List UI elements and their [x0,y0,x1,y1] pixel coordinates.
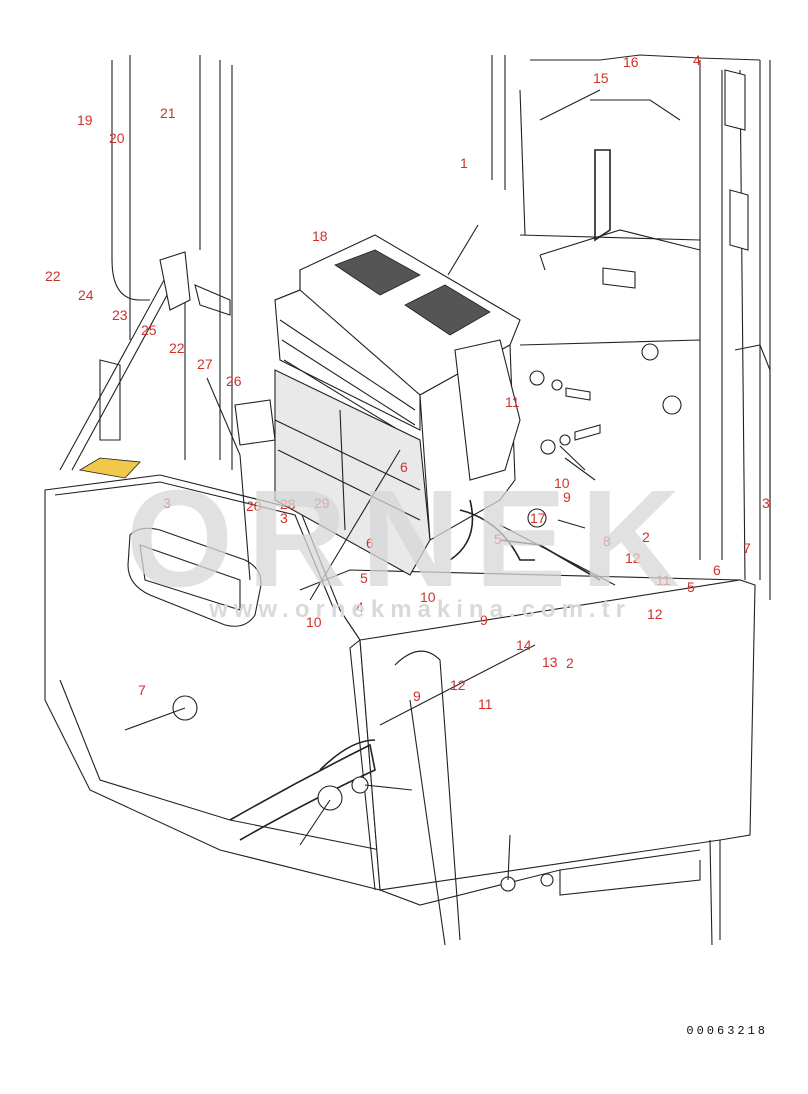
callout-10: 10 [420,589,436,605]
callout-1: 1 [460,155,468,171]
callout-27: 27 [197,356,213,372]
callout-3: 3 [762,495,770,511]
lower-cover-panels [44,474,756,946]
callout-19: 19 [77,112,93,128]
callout-10: 10 [306,614,322,630]
left-side-frame [59,251,231,479]
callout-3: 3 [280,510,288,526]
callout-6: 6 [366,535,374,551]
callout-13: 13 [542,654,558,670]
callout-5: 5 [360,570,368,586]
callout-9: 9 [563,489,571,505]
watermark-brand: ORNEK [125,462,695,616]
callout-29: 29 [314,495,330,511]
callout-6: 6 [400,459,408,475]
callout-7: 7 [743,540,751,556]
callout-28: 28 [280,496,296,512]
fasteners [172,343,682,892]
callout-14: 14 [516,637,532,653]
callout-17: 17 [530,510,546,526]
callout-11: 11 [505,394,520,410]
callout-20: 20 [109,130,125,146]
watermark-url: www.ornekmakina.com.tr [209,596,631,623]
callout-labels: 1 2 2 3 3 3 4 4 5 5 5 6 6 6 7 7 8 9 9 9 … [45,52,770,712]
callout-12: 12 [450,677,466,693]
callout-24: 24 [78,287,94,303]
callout-16: 16 [623,54,639,70]
callout-23: 23 [112,307,128,323]
callout-22: 22 [45,268,61,284]
callout-9: 9 [413,688,421,704]
cab-frame [111,54,771,600]
callout-20: 20 [246,498,262,514]
callout-11: 11 [656,572,671,588]
callout-3: 3 [163,495,171,511]
callout-9: 9 [480,612,488,628]
callout-4: 4 [356,599,364,615]
callout-8: 8 [603,533,611,549]
callout-21: 21 [160,105,176,121]
callout-26: 26 [226,373,242,389]
figure-number: 00063218 [686,1024,768,1038]
callout-10: 10 [554,475,570,491]
callout-25: 25 [141,322,157,338]
callout-2: 2 [566,655,574,671]
callout-18: 18 [312,228,328,244]
heater-unit [234,234,521,576]
callout-15: 15 [593,70,609,86]
leader-lines [124,224,616,881]
highlight-patch [78,457,141,479]
callout-12: 12 [625,550,641,566]
callout-2: 2 [642,529,650,545]
callout-11: 11 [478,696,493,712]
callout-12: 12 [647,606,663,622]
callout-6: 6 [713,562,721,578]
callout-5: 5 [687,579,695,595]
callout-7: 7 [138,682,146,698]
callout-5: 5 [494,531,502,547]
callout-4: 4 [693,52,701,68]
callout-22: 22 [169,340,185,356]
hoses [319,499,601,771]
